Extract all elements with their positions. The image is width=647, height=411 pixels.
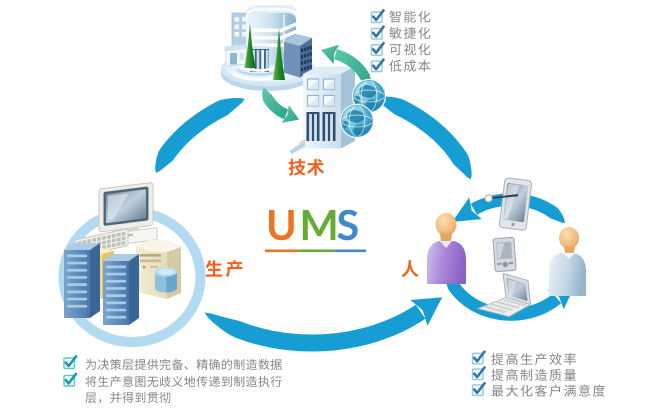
ums-letter-M-glyphs [302,210,336,240]
ums-letter-S-glyphs [337,209,358,241]
shop-front [224,43,248,67]
checklist-item: 为决策层提供完备、精确的制造数据 [84,357,312,374]
production-check-line-1-glyphs [85,375,282,387]
ums-underline [265,249,366,253]
people-checkbox-0[interactable] [471,350,486,365]
production-check-line-2-glyphs [85,391,171,404]
production-label-glyphs [205,260,243,278]
ums-letter-s: S [339,203,371,250]
ums-letter-U-glyphs [269,210,294,241]
people-label: 人 [400,258,418,278]
people-check-item-0-glyphs [491,353,576,366]
people-ring-top [470,193,565,224]
phone [492,236,517,272]
people-ring-arrowhead-left [452,197,482,222]
checklist-item: 低成本 [388,57,431,73]
cube-building [284,34,312,78]
checklist-item: 最大化客户满意度 [490,385,605,401]
production-checklist: 为决策层提供完备、精确的制造数据 将生产意图无歧义地传递到制造执行层，并得到贯彻 [84,357,312,408]
server-tower-2 [103,254,139,325]
tech-label-glyphs [288,158,325,176]
people-ring-bottom [445,269,562,321]
person-blue [549,227,586,296]
cycle-arrowhead [410,297,443,326]
people-check-item-2-glyphs [491,384,605,397]
laptop [476,272,532,318]
tech-checkbox-2[interactable] [370,41,385,56]
cycle-arc-left [155,98,245,173]
tech-checkbox-3[interactable] [370,58,385,73]
checklist-item: 智能化 [388,10,431,26]
people-checkbox-2[interactable] [471,382,486,397]
people-checkbox-1[interactable] [471,366,486,381]
tech-check-item-1-glyphs [389,27,431,39]
checklist-item: 提高生产效率 [490,353,605,369]
stylus [489,194,518,200]
tech-node [221,5,387,154]
tech-check-item-2-glyphs [389,43,431,56]
tower-steps [289,139,305,154]
database-cylinder [155,267,177,293]
checklist-item: 提高制造质量 [490,369,605,385]
cycle-arc-bottom [204,304,426,352]
tech-check-item-0-glyphs [389,10,431,23]
checklist-item: 可视化 [388,42,431,58]
tech-checkbox-1[interactable] [370,25,385,40]
production-label: 生产 [204,258,245,278]
server-tower-1 [64,243,100,318]
production-checkbox-0[interactable] [63,355,78,370]
tech-checkbox-0[interactable] [370,9,385,24]
people-node [427,177,586,321]
people-checklist: 提高生产效率 提高制造质量 最大化客户满意度 [490,353,605,400]
green-arrow-up-head [321,44,340,64]
cycle-arc-right [374,96,472,180]
ums-title: UMS [266,203,371,251]
tech-green-arrows [262,87,300,123]
production-checkbox-1[interactable] [63,372,78,387]
checklist-item: 敏捷化 [388,26,431,42]
globe-2 [339,103,375,139]
office-tower [303,66,355,149]
green-arrow-down-head [281,105,300,123]
ums-letter-m: M [300,203,339,250]
green-arrow-down [262,87,289,120]
people-label-glyphs [401,260,419,278]
production-node [58,182,206,347]
tech-label: 技术 [287,157,323,177]
person-purple [427,213,466,284]
tree-1 [244,23,256,68]
tablet [484,177,533,231]
ums-letter-u: U [266,203,300,250]
people-check-item-1-glyphs [491,368,576,381]
checklist-item: 将生产意图无歧义地传递到制造执行层，并得到贯彻 [84,374,312,408]
tree-2 [273,28,285,80]
tech-checklist: 智能化 敏捷化 可视化 低成本 [388,10,431,73]
tech-check-item-3-glyphs [389,59,431,72]
